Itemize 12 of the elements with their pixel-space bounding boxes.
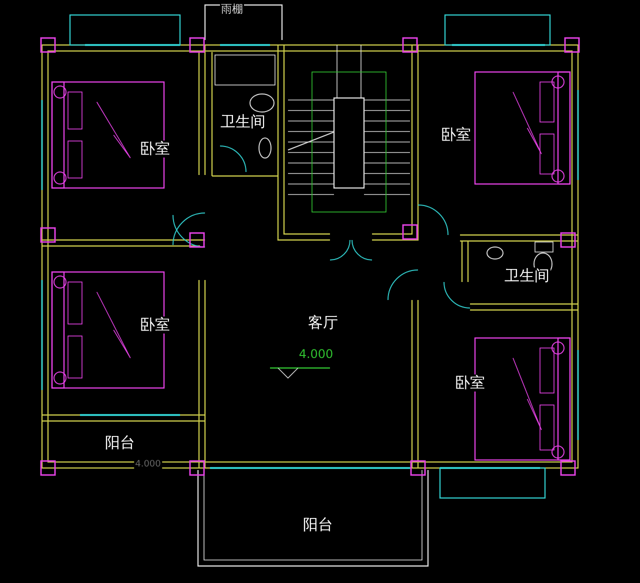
room-label: 客厅 [307, 314, 339, 332]
room-label: 阳台 [104, 434, 136, 452]
room-label: 阳台 [302, 516, 334, 534]
room-label: 卧室 [440, 126, 472, 144]
canopy-label: 雨棚 [220, 2, 244, 16]
elevation-label: 4.000 [134, 460, 162, 470]
room-label: 卫生间 [504, 268, 550, 284]
elevation-label: 4.000 [298, 347, 334, 361]
room-label: 卧室 [454, 374, 486, 392]
room-label: 卧室 [139, 140, 171, 158]
room-label: 卧室 [139, 316, 171, 334]
room-label: 卫生间 [220, 114, 266, 130]
